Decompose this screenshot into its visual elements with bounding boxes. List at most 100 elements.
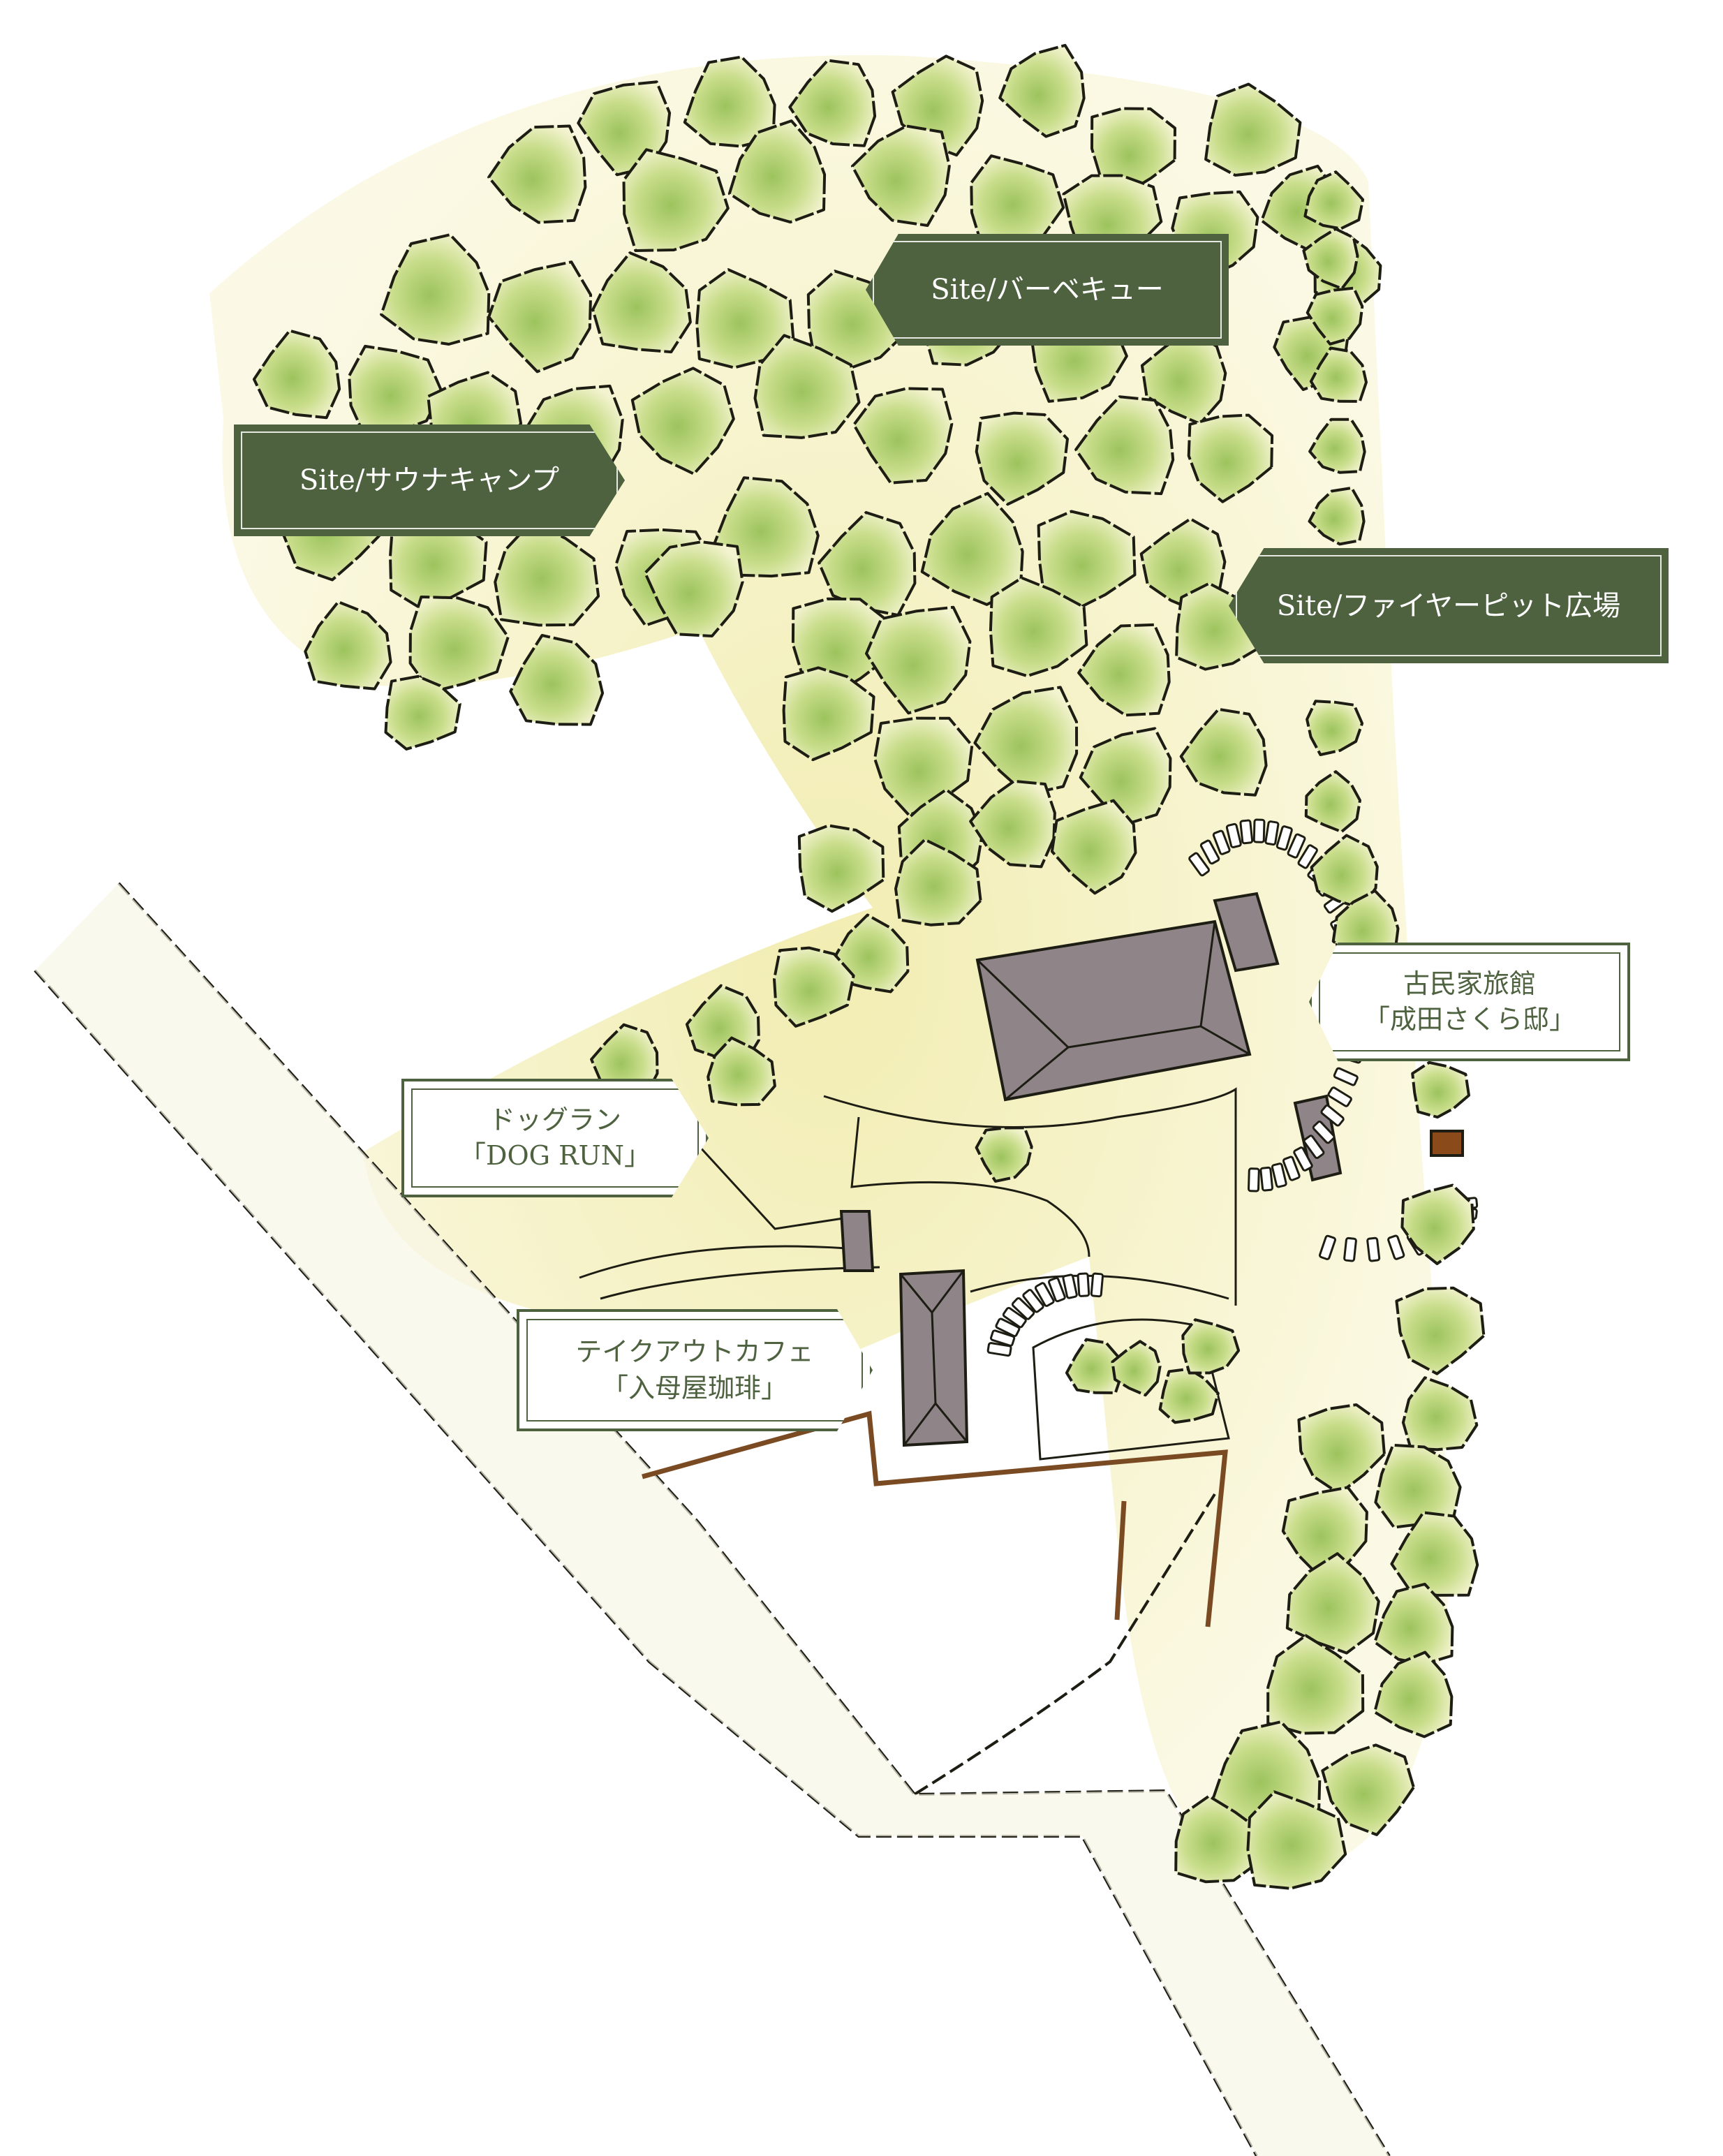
tree-canopy (1074, 395, 1175, 496)
label-cafe-line1: テイクアウトカフェ (575, 1336, 814, 1368)
tree-canopy (1079, 727, 1172, 826)
tree-canopy (975, 1126, 1033, 1183)
tree-canopy (850, 124, 951, 227)
stepping-stone (1062, 1273, 1078, 1299)
tree-canopy (1111, 1340, 1162, 1397)
label-inn-line1: 古民家旅館 (1403, 968, 1536, 999)
label-inn-line2: 「成田さくら邸」 (1363, 1004, 1576, 1035)
label-sauna-text: Site/サウナキャンプ (299, 464, 560, 496)
tree-canopy (1373, 1651, 1454, 1738)
tree-canopy (1050, 799, 1137, 895)
stepping-stone (1248, 1167, 1260, 1193)
stepping-stone (1034, 1282, 1055, 1307)
stepping-stone (1239, 819, 1254, 845)
tree-canopy (969, 779, 1056, 869)
tree-canopy (989, 576, 1088, 678)
label-cafe[interactable]: テイクアウトカフェ 「入母屋珈琲」 (517, 1309, 873, 1431)
tree-canopy (1309, 346, 1368, 403)
tree-canopy (380, 233, 491, 346)
label-bbq-site[interactable]: Site/バーベキュー (866, 234, 1229, 346)
tree-canopy (1401, 1376, 1479, 1452)
stepping-stone (1212, 829, 1231, 855)
cafe-building (899, 1269, 969, 1447)
tree-canopy (1303, 170, 1365, 230)
tree-canopy (1308, 418, 1366, 474)
tree-canopy (630, 367, 735, 475)
tree-canopy (712, 476, 820, 578)
stepping-stone (1387, 1234, 1405, 1260)
tree-canopy (1037, 510, 1137, 612)
tree-canopy (1065, 1338, 1123, 1394)
tree-canopy (1306, 286, 1364, 346)
tree-canopy (1204, 82, 1302, 177)
inn-building (975, 892, 1280, 1102)
tree-canopy (834, 913, 910, 994)
tree-canopy (252, 329, 341, 420)
buildings (839, 892, 1464, 1447)
stepping-stone (1259, 1166, 1273, 1192)
stepping-stone (1333, 1067, 1359, 1086)
stepping-stone (1366, 1236, 1381, 1262)
tree-canopy (622, 148, 730, 252)
stepping-stone (1320, 1104, 1345, 1127)
tree-canopy (1310, 834, 1379, 910)
stepping-stone (1319, 1234, 1336, 1260)
stepping-stone (1199, 839, 1220, 865)
tree-canopy (1158, 1367, 1220, 1424)
stepping-stone (1282, 1155, 1301, 1181)
label-inn[interactable]: 古民家旅館 「成田さくら邸」 (1309, 943, 1630, 1061)
tree-canopy (384, 674, 461, 751)
tree-canopy (1181, 1318, 1241, 1375)
stepping-stone (1252, 818, 1266, 843)
stepping-stone (1188, 852, 1210, 877)
stepping-stone (986, 1342, 1012, 1357)
tree-canopy (644, 540, 744, 637)
tree-canopy (487, 260, 593, 374)
tree-canopy (753, 334, 861, 439)
tree-canopy (1374, 1443, 1462, 1529)
tree-canopy (975, 411, 1069, 506)
tree-canopy (707, 1036, 776, 1107)
tree-canopy (773, 946, 855, 1028)
tree-canopy (1281, 1486, 1368, 1579)
tree-canopy (865, 605, 972, 715)
label-dogrun[interactable]: ドッグラン 「DOG RUN」 (401, 1079, 709, 1197)
tree-canopy (788, 59, 877, 147)
tree-canopy (1304, 770, 1361, 834)
tree-canopy (1373, 1582, 1454, 1666)
tree-canopy (494, 520, 600, 627)
tree-canopy (1090, 107, 1176, 195)
road-surface (35, 883, 1389, 2156)
tree-canopy (695, 268, 795, 369)
stepping-stone (1271, 1162, 1287, 1188)
stepping-stone (1077, 1272, 1090, 1297)
stepping-stone (1090, 1272, 1104, 1298)
label-dogrun-line1: ドッグラン (488, 1104, 621, 1135)
stepping-stone (1287, 833, 1306, 859)
label-bbq-text: Site/バーベキュー (931, 274, 1164, 306)
tree-canopy (304, 600, 392, 691)
label-firepit-text: Site/ファイヤーピット広場 (1276, 589, 1621, 622)
tree-canopy (1297, 1403, 1386, 1496)
tree-canopy (1400, 1183, 1475, 1265)
tree-canopy (1306, 700, 1364, 756)
tree-canopy (727, 119, 827, 224)
stepping-stone (1264, 820, 1280, 846)
tree-canopy (1077, 623, 1171, 717)
stepping-stone (1048, 1277, 1066, 1303)
label-sauna-site[interactable]: Site/サウナキャンプ (234, 424, 625, 536)
tree-canopy (782, 666, 875, 762)
stepping-stone (1293, 1146, 1313, 1172)
stepping-stone (989, 1329, 1016, 1347)
stepping-stone (1297, 844, 1318, 869)
tree-canopy (1308, 486, 1366, 546)
tree-canopy (1246, 1790, 1347, 1890)
tree-canopy (1411, 1061, 1470, 1119)
tree-canopy (591, 251, 692, 354)
tree-canopy (1266, 1634, 1365, 1735)
tree-canopy (1321, 1743, 1415, 1836)
stepping-stone (1303, 1135, 1325, 1159)
label-firepit-site[interactable]: Site/ファイヤーピット広場 (1229, 548, 1669, 663)
tree-canopy (818, 511, 917, 617)
tree-canopy (797, 824, 885, 913)
